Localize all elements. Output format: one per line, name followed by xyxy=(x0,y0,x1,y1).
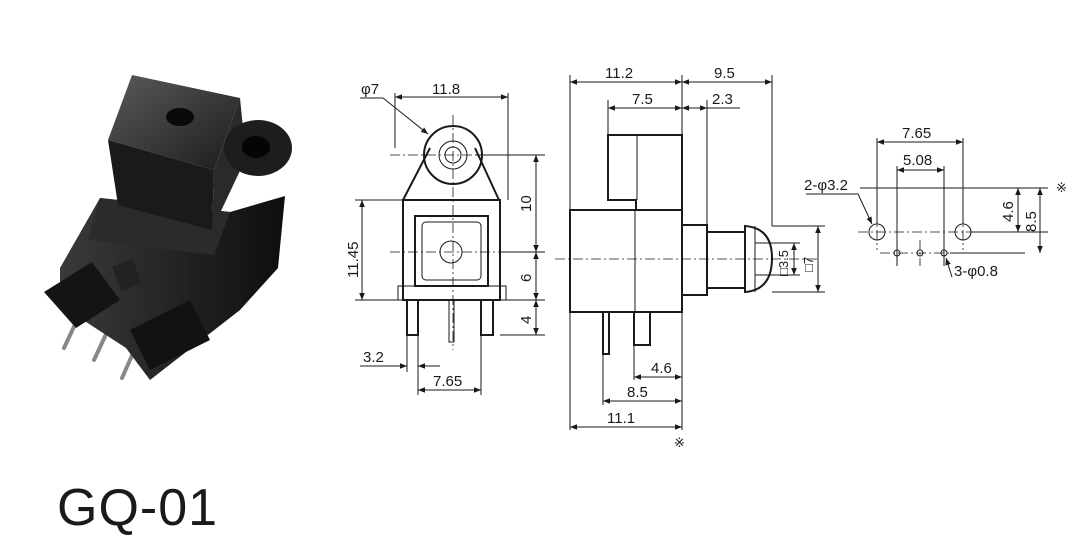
front-view: φ7 11.8 10 11.45 6 4 3.2 7.65 xyxy=(345,81,545,395)
model-title: GQ-01 xyxy=(57,479,219,537)
front-pin-pitch-label: 7.65 xyxy=(433,373,462,390)
side-pin-b-label: 8.5 xyxy=(627,384,648,401)
side-width-inner-right-label: 2.3 xyxy=(712,91,733,108)
front-diameter-label: φ7 xyxy=(361,81,379,98)
pcb-inner-span-label: 5.08 xyxy=(903,152,932,169)
front-width-top-label: 11.8 xyxy=(432,81,460,98)
side-bottom-width-label: 11.1 xyxy=(607,410,635,427)
side-view: 11.2 9.5 7.5 2.3 □3.5 □7 4.6 8.5 11.1 ※ xyxy=(555,65,825,450)
front-height-mid-label: 6 xyxy=(518,274,535,282)
side-width-inner-label: 7.5 xyxy=(632,91,653,108)
pcb-layout: 7.65 5.08 2-φ3.2 3-φ0.8 4.6 8.5 ※ xyxy=(804,125,1067,280)
pcb-small-holes-label: 3-φ0.8 xyxy=(954,263,998,280)
side-note-mark: ※ xyxy=(674,435,685,450)
front-height-pins-label: 4 xyxy=(518,316,535,324)
pcb-note-mark: ※ xyxy=(1056,180,1067,195)
side-width-left-label: 11.2 xyxy=(605,65,633,82)
pcb-top-span-label: 7.65 xyxy=(902,125,931,142)
side-pin-a-label: 4.6 xyxy=(651,360,672,377)
front-height-upper-label: 10 xyxy=(518,195,535,212)
front-pin-offset-label: 3.2 xyxy=(363,349,384,366)
connector-photo xyxy=(44,75,292,380)
side-width-right-label: 9.5 xyxy=(714,65,735,82)
front-height-total-label: 11.45 xyxy=(345,242,362,278)
pcb-v-large-label: 8.5 xyxy=(1023,211,1040,232)
pcb-large-holes-label: 2-φ3.2 xyxy=(804,177,848,194)
pcb-v-small-label: 4.6 xyxy=(1000,201,1017,222)
side-square-large-label: □7 xyxy=(801,257,816,272)
side-square-small-label: □3.5 xyxy=(776,250,791,276)
